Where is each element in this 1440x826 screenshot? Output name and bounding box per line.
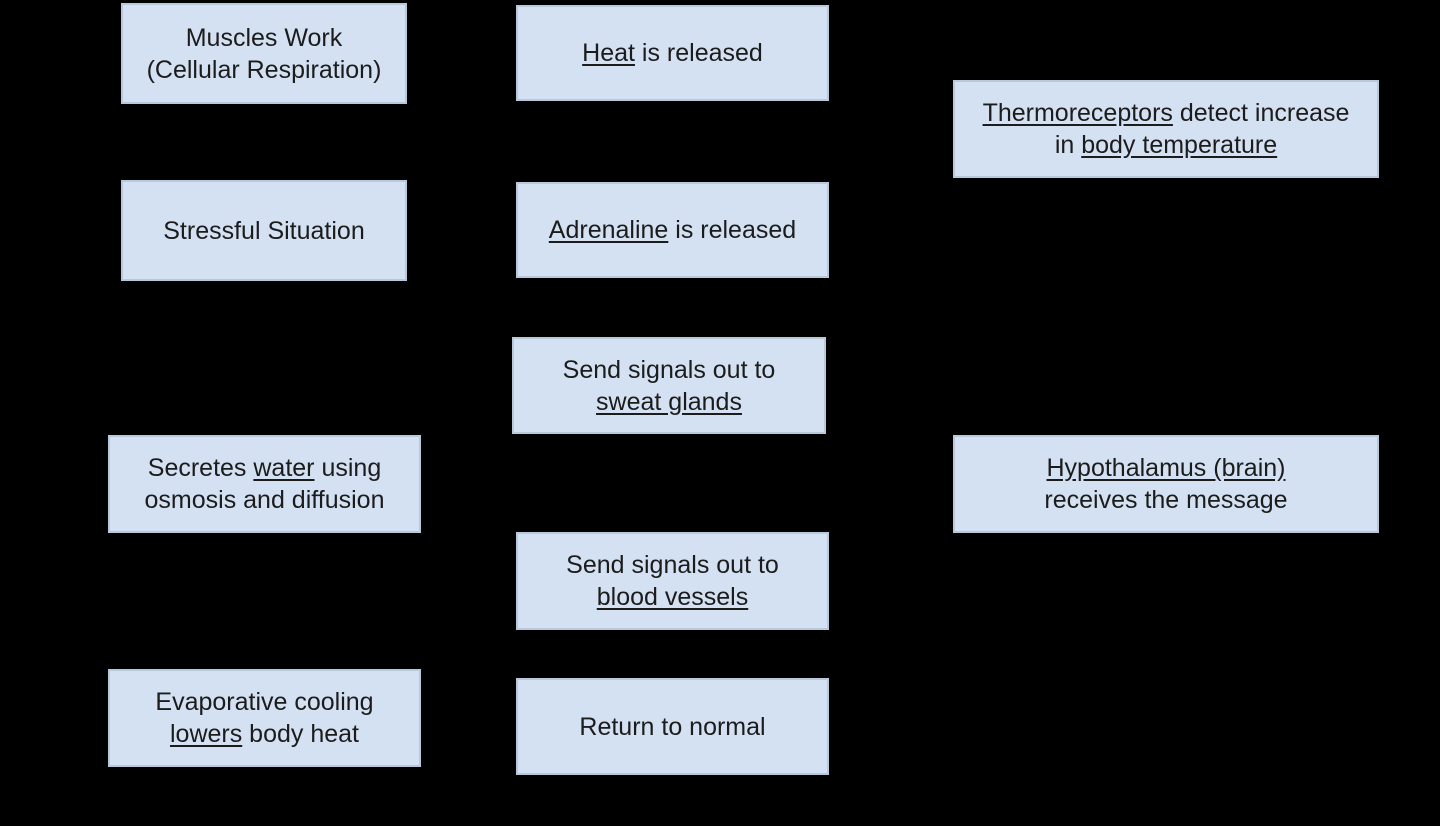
body-temperature-term: body temperature [1081,131,1278,159]
adrenaline-term: Adrenaline [548,216,669,244]
secretes-line-1: Secretes water using [148,452,381,484]
detect-increase-text: detect increase [1172,99,1350,127]
in-text: in [1054,131,1082,159]
sweat-signal-line-1: Send signals out to [562,355,776,384]
muscles-work-label: Muscles Work [185,23,343,52]
cellular-respiration-label: (Cellular Respiration) [146,55,382,84]
thermoreceptors-line-2: in body temperature [1055,129,1277,161]
hypothalamus-term: Hypothalamus (brain) [1046,454,1286,482]
osmosis-diffusion-text: osmosis and diffusion [144,486,385,514]
sweat-glands-signal-box: Send signals out to sweat glands [512,337,826,434]
using-text: using [314,454,382,482]
body-heat-text: body heat [242,720,359,748]
heat-term: Heat [582,39,635,67]
thermoreceptors-line-1: Thermoreceptors detect increase [983,97,1350,129]
thermoreceptors-box: Thermoreceptors detect increase in body … [953,80,1379,178]
heat-released-box: Heat is released [516,5,829,101]
evaporative-line-2: lowers body heat [170,718,359,750]
stressful-situation-box: Stressful Situation [121,180,407,281]
return-to-normal-label: Return to normal [579,712,766,741]
sweat-glands-term: sweat glands [596,387,742,416]
hypothalamus-box: Hypothalamus (brain) receives the messag… [953,435,1379,533]
evaporative-cooling-text: Evaporative cooling [155,688,374,716]
secretes-water-box: Secretes water using osmosis and diffusi… [108,435,421,533]
evaporative-cooling-box: Evaporative cooling lowers body heat [108,669,421,767]
heat-released-text: is released [634,39,763,67]
thermoreceptors-term: Thermoreceptors [982,99,1173,127]
blood-vessels-signal-box: Send signals out to blood vessels [516,532,829,630]
blood-signal-line-1: Send signals out to [566,551,779,579]
heat-released-label: Heat is released [582,37,763,69]
receives-message-text: receives the message [1044,486,1288,514]
adrenaline-released-box: Adrenaline is released [516,182,829,278]
muscles-work-box: Muscles Work (Cellular Respiration) [121,3,407,104]
adrenaline-released-text: is released [668,216,797,244]
lowers-term: lowers [169,720,243,748]
blood-vessels-term: blood vessels [596,583,749,611]
stressful-situation-label: Stressful Situation [163,216,365,245]
return-to-normal-box: Return to normal [516,678,829,775]
secretes-text: Secretes [147,454,254,482]
water-term: water [253,454,315,482]
adrenaline-released-label: Adrenaline is released [549,214,796,246]
